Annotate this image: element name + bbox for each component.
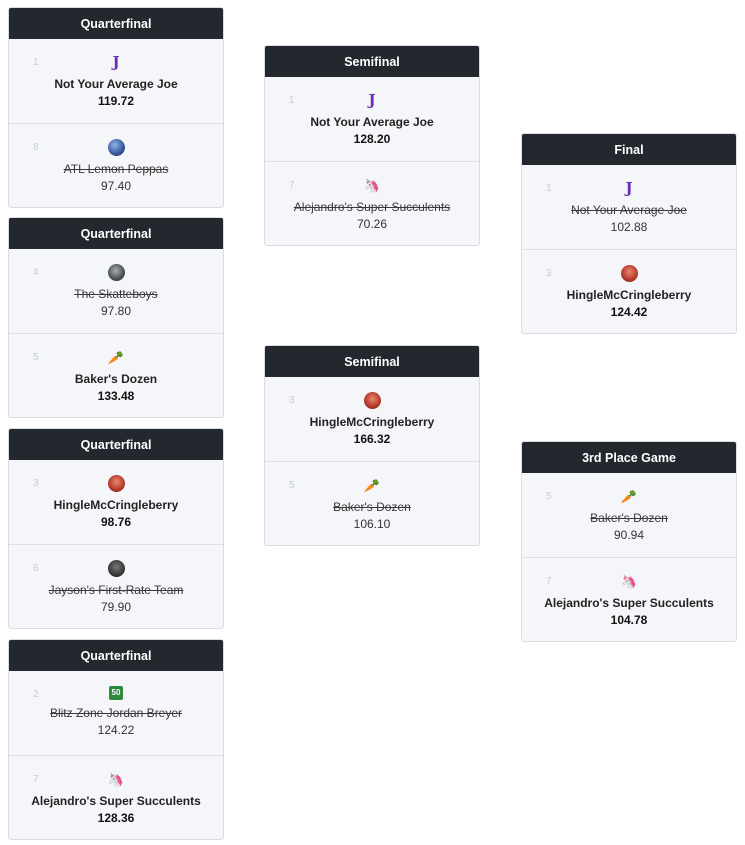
team-logo-icon: J [625, 180, 633, 197]
matchup-final: Final 1 J Not Your Average Joe 102.88 3 … [521, 133, 737, 334]
seed-number: 4 [33, 267, 39, 278]
team-row[interactable]: 7 🦄 Alejandro's Super Succulents 104.78 [522, 557, 736, 641]
matchup-semifinal-1: Semifinal 1 J Not Your Average Joe 128.2… [264, 45, 480, 246]
team-name[interactable]: Baker's Dozen [74, 372, 158, 386]
team-score: 124.42 [610, 305, 648, 319]
round-title: Final [522, 134, 736, 165]
team-score: 119.72 [97, 94, 135, 108]
team-score: 106.10 [353, 517, 391, 531]
team-name[interactable]: The Skatteboys [74, 287, 158, 301]
team-name[interactable]: Jayson's First-Rate Team [48, 583, 184, 597]
round-title: 3rd Place Game [522, 442, 736, 473]
matchup-quarterfinal-3: Quarterfinal 3 HingleMcCringleberry 98.7… [8, 428, 224, 629]
team-logo-icon [620, 265, 638, 282]
team-score: 124.22 [97, 723, 135, 737]
seed-number: 5 [546, 491, 552, 502]
round-title: Quarterfinal [9, 8, 223, 39]
matchup-third-place: 3rd Place Game 5 🥕 Baker's Dozen 90.94 7… [521, 441, 737, 642]
team-logo-icon: J [112, 54, 120, 71]
team-name[interactable]: Not Your Average Joe [54, 77, 178, 91]
seed-number: 8 [33, 142, 39, 153]
team-name[interactable]: Alejandro's Super Succulents [544, 596, 714, 610]
matchup-semifinal-2: Semifinal 3 HingleMcCringleberry 166.32 … [264, 345, 480, 546]
team-logo-icon: J [368, 92, 376, 109]
team-score: 97.80 [100, 304, 132, 318]
team-name[interactable]: Alejandro's Super Succulents [31, 794, 201, 808]
matchup-quarterfinal-4: Quarterfinal 2 50 Blitz Zone Jordan Brey… [8, 639, 224, 840]
seed-number: 3 [546, 268, 552, 279]
team-row[interactable]: 5 🥕 Baker's Dozen 106.10 [265, 461, 479, 545]
team-row[interactable]: 3 HingleMcCringleberry 166.32 [265, 377, 479, 461]
team-name[interactable]: Baker's Dozen [590, 511, 668, 525]
team-score: 98.76 [100, 515, 132, 529]
round-title: Semifinal [265, 346, 479, 377]
team-score: 102.88 [610, 220, 648, 234]
team-name[interactable]: Not Your Average Joe [571, 203, 687, 217]
matchup-quarterfinal-2: Quarterfinal 4 The Skatteboys 97.80 5 🥕 … [8, 217, 224, 418]
team-row[interactable]: 3 HingleMcCringleberry 98.76 [9, 460, 223, 544]
seed-number: 3 [289, 395, 295, 406]
seed-number: 5 [289, 480, 295, 491]
team-row[interactable]: 7 🦄 Alejandro's Super Succulents 70.26 [265, 161, 479, 245]
team-row[interactable]: 1 J Not Your Average Joe 119.72 [9, 39, 223, 123]
team-row[interactable]: 1 J Not Your Average Joe 128.20 [265, 77, 479, 161]
team-name[interactable]: ATL Lemon Peppas [63, 162, 169, 176]
seed-number: 5 [33, 352, 39, 363]
team-row[interactable]: 5 🥕 Baker's Dozen 133.48 [9, 333, 223, 417]
seed-number: 3 [33, 478, 39, 489]
team-logo-icon [107, 475, 125, 492]
team-logo-icon: 🥕 [363, 478, 381, 493]
seed-number: 2 [33, 689, 39, 700]
team-row[interactable]: 4 The Skatteboys 97.80 [9, 249, 223, 333]
team-name[interactable]: Baker's Dozen [333, 500, 411, 514]
team-score: 166.32 [353, 432, 391, 446]
team-score: 133.48 [97, 389, 135, 403]
team-logo-icon: 🥕 [107, 350, 125, 365]
seed-number: 1 [289, 95, 295, 106]
seed-number: 7 [546, 576, 552, 587]
team-score: 128.36 [97, 811, 135, 825]
team-name[interactable]: Blitz Zone Jordan Breyer [49, 706, 183, 720]
team-score: 97.40 [100, 179, 132, 193]
team-row[interactable]: 7 🦄 Alejandro's Super Succulents 128.36 [9, 755, 223, 839]
team-logo-icon: 🥕 [620, 489, 638, 504]
matchup-quarterfinal-1: Quarterfinal 1 J Not Your Average Joe 11… [8, 7, 224, 208]
team-logo-icon: 50 [109, 686, 123, 700]
team-row[interactable]: 8 ATL Lemon Peppas 97.40 [9, 123, 223, 207]
team-name[interactable]: HingleMcCringleberry [566, 288, 692, 302]
team-row[interactable]: 3 HingleMcCringleberry 124.42 [522, 249, 736, 333]
team-score: 70.26 [356, 217, 388, 231]
team-logo-icon [107, 264, 125, 281]
team-name[interactable]: HingleMcCringleberry [53, 498, 179, 512]
seed-number: 7 [289, 180, 295, 191]
round-title: Semifinal [265, 46, 479, 77]
seed-number: 1 [546, 183, 552, 194]
team-row[interactable]: 6 Jayson's First-Rate Team 79.90 [9, 544, 223, 628]
seed-number: 1 [33, 57, 39, 68]
team-logo-icon: 🦄 [620, 574, 638, 589]
team-logo-icon [107, 139, 125, 156]
round-title: Quarterfinal [9, 640, 223, 671]
team-score: 128.20 [353, 132, 391, 146]
seed-number: 6 [33, 563, 39, 574]
team-logo-icon [363, 392, 381, 409]
team-row[interactable]: 1 J Not Your Average Joe 102.88 [522, 165, 736, 249]
team-score: 79.90 [100, 600, 132, 614]
team-logo-icon [107, 560, 125, 577]
team-name[interactable]: Not Your Average Joe [310, 115, 434, 129]
seed-number: 7 [33, 774, 39, 785]
team-logo-icon: 🦄 [107, 772, 125, 787]
team-name[interactable]: HingleMcCringleberry [309, 415, 435, 429]
team-row[interactable]: 2 50 Blitz Zone Jordan Breyer 124.22 [9, 671, 223, 755]
round-title: Quarterfinal [9, 429, 223, 460]
team-score: 104.78 [610, 613, 648, 627]
team-score: 90.94 [613, 528, 645, 542]
team-row[interactable]: 5 🥕 Baker's Dozen 90.94 [522, 473, 736, 557]
team-logo-icon: 🦄 [363, 178, 381, 193]
team-name[interactable]: Alejandro's Super Succulents [293, 200, 451, 214]
round-title: Quarterfinal [9, 218, 223, 249]
